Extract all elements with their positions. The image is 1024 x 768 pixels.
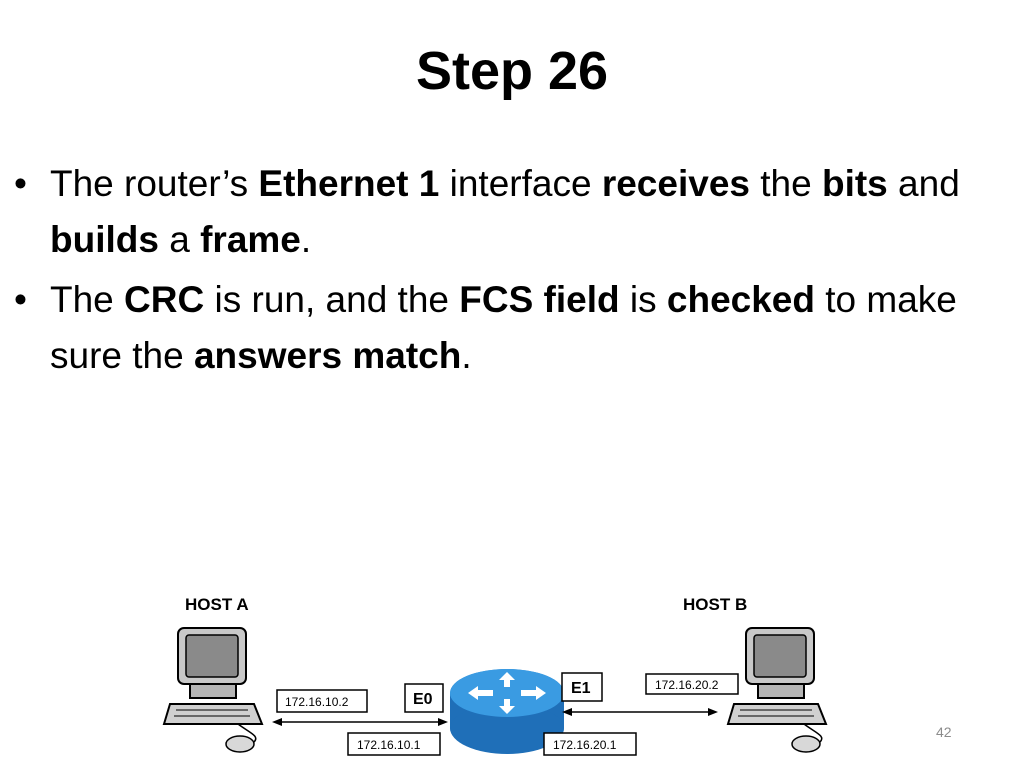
- bullet-list: • The router’s Ethernet 1 interface rece…: [14, 156, 1004, 388]
- router-e0-label: E0: [413, 691, 433, 708]
- link-host-a-router: [272, 718, 448, 726]
- bullet-text: The router’s Ethernet 1 interface receiv…: [50, 163, 960, 260]
- slide-title: Step 26: [415, 41, 609, 101]
- bullet-text: The CRC is run, and the FCS field is che…: [50, 279, 957, 376]
- bullet-dot: •: [14, 163, 27, 204]
- text-run: is: [619, 279, 667, 320]
- bold-text-run: frame: [200, 219, 301, 260]
- text-run: .: [300, 219, 312, 260]
- text-run: interface: [439, 163, 602, 204]
- bold-text-run: Ethernet 1: [258, 163, 440, 204]
- host-a-computer-icon: [162, 627, 264, 753]
- page-number: 42: [936, 724, 952, 740]
- bullet-item: • The CRC is run, and the FCS field is c…: [14, 272, 1004, 384]
- host-b-ip: 172.16.20.2: [655, 678, 719, 692]
- bold-text-run: CRC: [124, 279, 205, 320]
- bold-text-run: FCS field: [459, 279, 620, 320]
- router-e0-ip: 172.16.10.1: [357, 738, 421, 752]
- text-run: the: [749, 163, 822, 204]
- bullet-item: • The router’s Ethernet 1 interface rece…: [14, 156, 1004, 268]
- router-e1-label: E1: [571, 680, 591, 697]
- host-b-computer-icon: [726, 627, 828, 753]
- bold-text-run: builds: [50, 219, 159, 260]
- network-diagram: HOST A HOST B 172.16.10.2 E0 172.16.10.1: [162, 595, 828, 756]
- bullet-dot: •: [14, 279, 27, 320]
- text-run: and: [887, 163, 960, 204]
- bold-text-run: answers match: [193, 335, 462, 376]
- text-run: a: [158, 219, 201, 260]
- host-b-label: HOST B: [683, 595, 747, 614]
- bold-text-run: receives: [601, 163, 750, 204]
- router-icon: [450, 669, 564, 754]
- bold-text-run: checked: [666, 279, 815, 320]
- host-a-ip: 172.16.10.2: [285, 695, 349, 709]
- bold-text-run: bits: [821, 163, 888, 204]
- router-e1-ip: 172.16.20.1: [553, 738, 617, 752]
- link-router-host-b: [562, 708, 718, 716]
- text-run: is run, and the: [204, 279, 460, 320]
- text-run: .: [461, 335, 472, 376]
- host-a-label: HOST A: [185, 595, 249, 614]
- text-run: The: [50, 279, 125, 320]
- text-run: The router’s: [50, 163, 259, 204]
- text-run: to make sure the: [50, 279, 957, 376]
